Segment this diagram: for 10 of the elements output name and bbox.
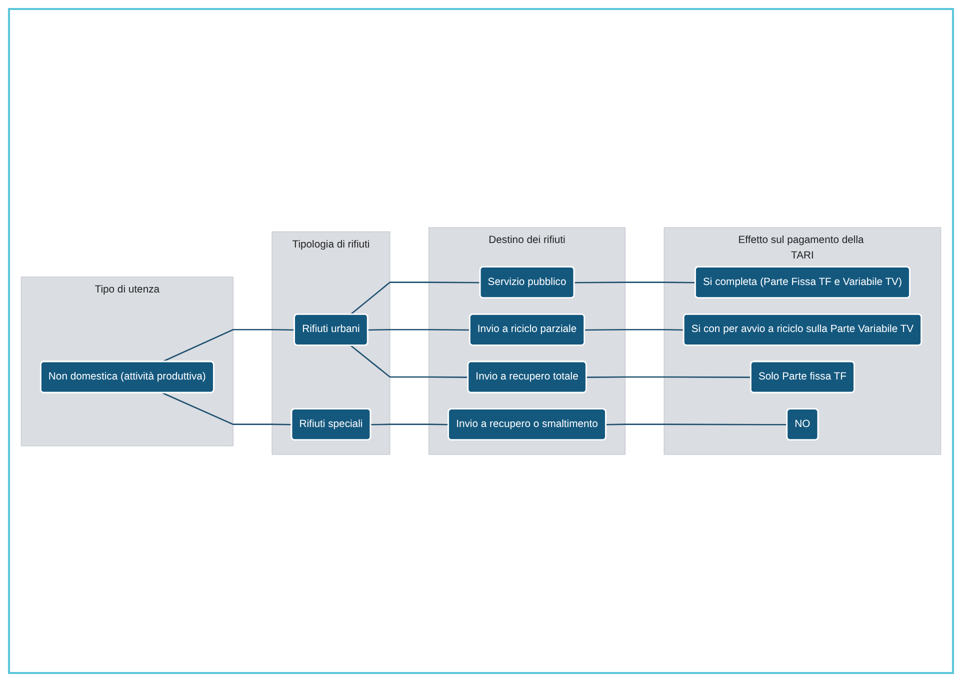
connector [584, 329, 684, 331]
connector [350, 282, 480, 315]
connector [162, 329, 295, 362]
connector [370, 424, 449, 426]
connector [162, 392, 292, 426]
connector [350, 345, 468, 378]
connector [368, 329, 470, 331]
connector [574, 282, 696, 284]
connector [606, 424, 788, 426]
connector [586, 376, 751, 378]
